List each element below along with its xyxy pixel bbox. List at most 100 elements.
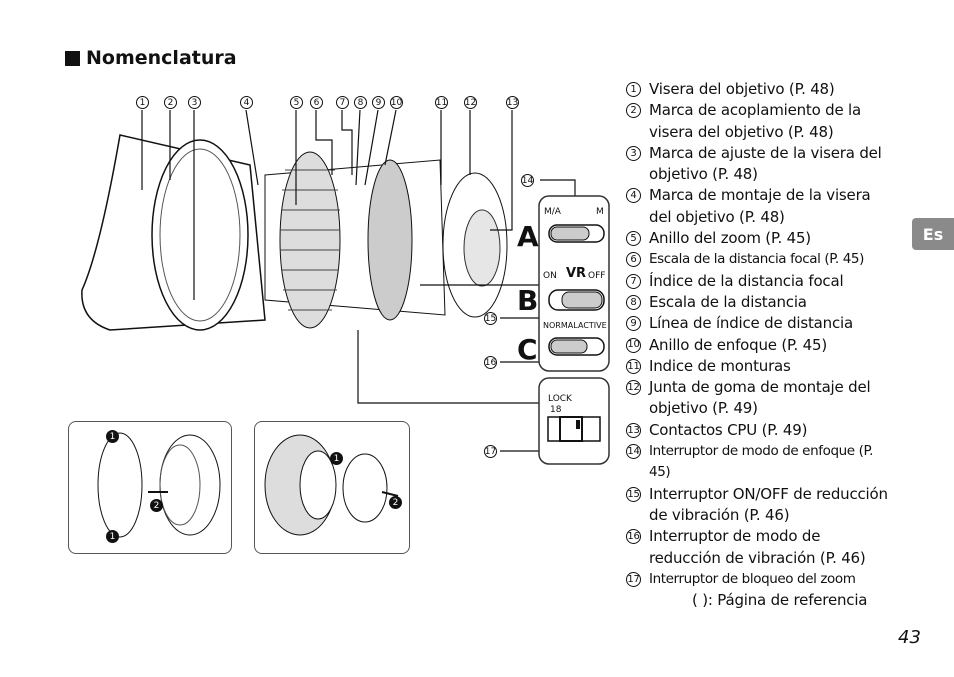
step-2-badge: 2 <box>150 499 163 512</box>
item-number: 2 <box>626 103 641 119</box>
reference-note: ( ): Página de referencia <box>692 591 868 610</box>
square-bullet-icon <box>65 50 80 66</box>
callout-12: 12 <box>464 96 477 109</box>
item-number: 1 <box>626 82 641 97</box>
callout-1: 1 <box>136 96 149 109</box>
item-text: Marca de acoplamiento de la visera del o… <box>649 101 862 141</box>
list-item: 14 Interruptor de modo de enfoque (P. 45) <box>626 441 896 484</box>
item-text: Anillo del zoom (P. 45) <box>649 229 811 248</box>
item-number: 12 <box>626 380 641 396</box>
callout-13: 13 <box>506 96 519 109</box>
list-item: 6 Escala de la distancia focal (P. 45) <box>626 249 896 270</box>
step-1-badge: 1 <box>106 430 119 443</box>
label-active: ACTIVE <box>578 321 607 330</box>
callout-2: 2 <box>164 96 177 109</box>
item-number: 15 <box>626 486 641 502</box>
item-text: Interruptor ON/OFF de reducción de vibra… <box>649 484 888 524</box>
zoom-ring <box>279 151 341 329</box>
callout-15: 15 <box>484 312 497 325</box>
item-text: Interruptor de modo de reducción de vibr… <box>649 527 866 567</box>
callout-17: 17 <box>484 445 497 458</box>
item-text: Índice de la distancia focal <box>649 271 844 290</box>
focus-ring <box>367 159 413 321</box>
list-item: 9 Línea de índice de distancia <box>626 313 896 334</box>
list-item: 3 Marca de ajuste de la visera del objeti… <box>626 143 896 186</box>
callout-9: 9 <box>372 96 385 109</box>
callout-6: 6 <box>310 96 323 109</box>
label-off: OFF <box>588 271 606 281</box>
list-item: 13 Contactos CPU (P. 49) <box>626 420 896 441</box>
section-title: Nomenclatura <box>65 47 237 69</box>
label-m: M <box>596 207 604 217</box>
item-number: 4 <box>626 188 641 204</box>
item-text: Interruptor de bloqueo del zoom <box>649 570 856 587</box>
callout-5: 5 <box>290 96 303 109</box>
item-number: 13 <box>626 422 641 438</box>
item-text: Línea de índice de distancia <box>649 314 853 333</box>
item-text: Escala de la distancia <box>649 292 807 311</box>
list-item: 16 Interruptor de modo de reducción de vi… <box>626 526 896 569</box>
item-number: 16 <box>626 529 641 545</box>
callout-14: 14 <box>521 174 534 187</box>
list-item: 11 Indice de monturas <box>626 356 896 377</box>
item-text: Escala de la distancia focal (P. 45) <box>649 251 864 268</box>
list-item: 4 Marca de montaje de la visera del objet… <box>626 185 896 228</box>
callout-4: 4 <box>240 96 253 109</box>
item-number: 14 <box>626 444 641 460</box>
label-b: B <box>517 284 539 317</box>
page-number: 43 <box>898 627 921 648</box>
front-cap <box>97 432 143 538</box>
item-text: Junta de goma de montaje del objetivo (P… <box>649 378 871 418</box>
list-item: 1 Visera del objetivo (P. 48) <box>626 79 896 100</box>
list-item: 17 Interruptor de bloqueo del zoom <box>626 569 896 590</box>
item-number: 10 <box>626 337 641 353</box>
item-text: Marca de ajuste de la visera del objetiv… <box>649 143 882 184</box>
item-text: Interruptor de modo de enfoque (P. 45) <box>649 443 873 481</box>
callout-16: 16 <box>484 356 497 369</box>
list-item: 7 Índice de la distancia focal <box>626 271 896 292</box>
item-text: Anillo de enfoque (P. 45) <box>649 335 827 354</box>
callout-10: 10 <box>390 96 403 109</box>
item-text: Contactos CPU (P. 49) <box>649 420 808 439</box>
item-number: 8 <box>626 294 641 310</box>
item-number: 7 <box>626 273 641 289</box>
step-2-badge: 2 <box>389 496 402 509</box>
item-number: 9 <box>626 316 641 332</box>
label-on: ON <box>543 271 557 281</box>
step-1-badge: 1 <box>106 530 119 543</box>
inset-rear-cap <box>254 421 410 554</box>
callout-11: 11 <box>435 96 448 109</box>
item-text: Marca de montaje de la visera del objeti… <box>649 186 871 226</box>
list-item: 8 Escala de la distancia <box>626 292 896 313</box>
item-number: 3 <box>626 145 641 161</box>
callout-7: 7 <box>336 96 349 109</box>
rear-element <box>463 209 501 287</box>
item-number: 11 <box>626 358 641 374</box>
item-text: Indice de monturas <box>649 356 791 375</box>
step-1-badge: 1 <box>330 452 343 465</box>
label-a: A <box>517 220 539 253</box>
list-item: 15 Interruptor ON/OFF de reducción de vib… <box>626 484 896 527</box>
zoom-ring-ribs <box>280 169 340 311</box>
item-number: 17 <box>626 571 641 587</box>
list-item: 12 Junta de goma de montaje del objetivo … <box>626 377 896 420</box>
list-item: 2 Marca de acoplamiento de la visera del … <box>626 100 896 143</box>
label-lock: LOCK <box>548 394 572 404</box>
rear-cap <box>342 453 388 523</box>
item-text: Visera del objetivo (P. 48) <box>649 80 835 98</box>
hood-opening <box>151 139 249 331</box>
item-number: 6 <box>626 252 641 268</box>
section-title-text: Nomenclatura <box>86 47 237 69</box>
label-normal: NORMAL <box>543 321 578 330</box>
inset-front-cap <box>68 421 232 554</box>
label-ma: M/A <box>544 207 561 217</box>
label-c: C <box>517 333 538 366</box>
label-vr: VR <box>566 266 587 281</box>
language-tab[interactable]: Es <box>912 218 954 250</box>
callout-8: 8 <box>354 96 367 109</box>
label-lock-18: 18 <box>550 405 562 415</box>
